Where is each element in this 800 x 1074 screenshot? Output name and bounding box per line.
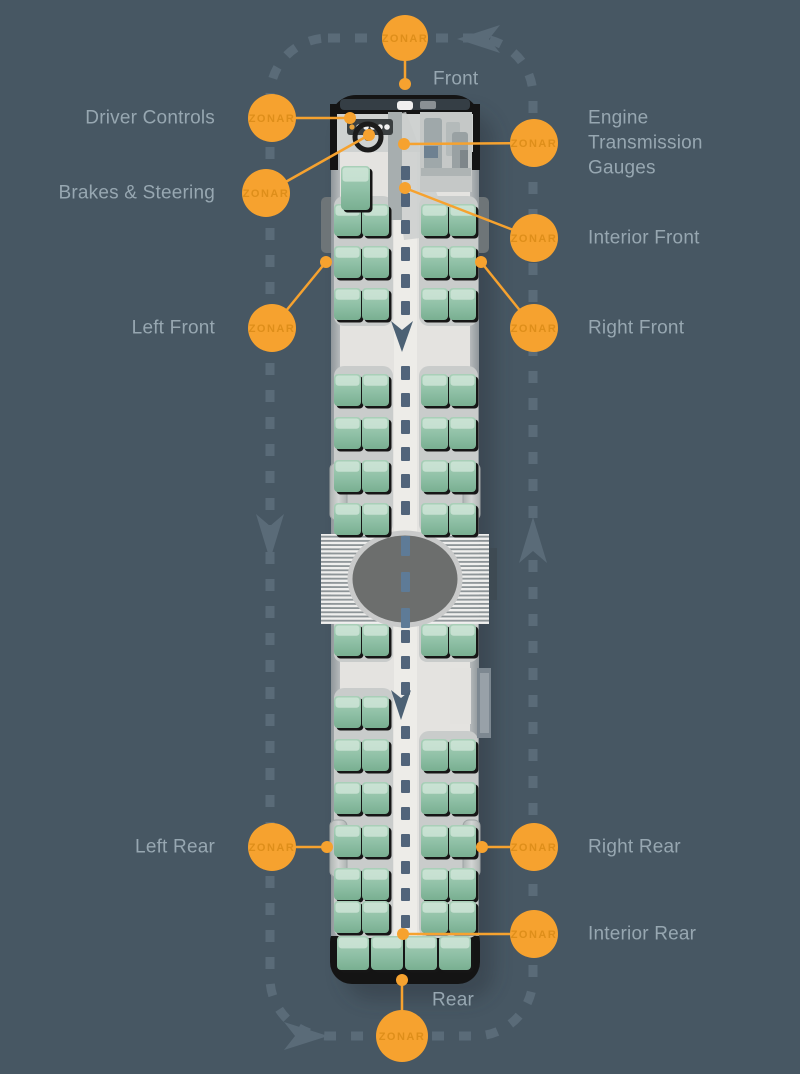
- zone-watermark-driver-controls: ZONAR: [249, 113, 296, 125]
- zone-label-driver-controls: Driver Controls: [85, 107, 215, 129]
- zone-dot-left-rear: [321, 841, 333, 853]
- engine-transmission-area: [420, 112, 472, 192]
- zone-label-engine-transmission-gauges: Engine Transmission Gauges: [588, 106, 703, 181]
- destination-sign: [397, 101, 413, 110]
- zone-label-left-rear: Left Rear: [135, 836, 215, 858]
- zone-dot-driver-controls: [344, 112, 356, 124]
- zone-watermark-right-front: ZONAR: [511, 323, 558, 335]
- zone-label-right-front: Right Front: [588, 317, 685, 339]
- zone-watermark-interior-rear: ZONAR: [511, 929, 558, 941]
- route-arrow-top-left-icon: [457, 25, 500, 53]
- rear-door-panel: [480, 673, 489, 733]
- windshield-wiper-panel: [420, 101, 436, 109]
- zone-dot-engine-transmission-gauges: [398, 138, 410, 150]
- route-arrow-bottom-right-icon: [284, 1022, 328, 1050]
- zone-watermark-left-front: ZONAR: [249, 323, 296, 335]
- aisle-markings: [401, 166, 410, 928]
- zone-watermark-engine-transmission-gauges: ZONAR: [511, 138, 558, 150]
- engine-label-line3: Gauges: [588, 157, 656, 179]
- modesty-panel: [388, 112, 402, 220]
- zone-watermark-rear: ZONAR: [379, 1031, 426, 1043]
- zone-label-interior-front: Interior Front: [588, 227, 700, 249]
- zone-dot-front: [399, 78, 411, 90]
- zone-dot-interior-front: [399, 182, 411, 194]
- route-arrow-left-down-icon: [256, 514, 284, 560]
- zone-dot-left-front: [320, 256, 332, 268]
- zone-circle-engine-transmission-gauges[interactable]: [510, 119, 558, 167]
- front-right-bezel: [472, 104, 480, 170]
- zone-circle-interior-front[interactable]: [510, 214, 558, 262]
- route-arrow-right-up-icon: [519, 517, 547, 563]
- zone-watermark-front: ZONAR: [382, 33, 429, 45]
- aisle-arrow-rear-icon: [391, 690, 411, 720]
- aisle-arrow-front-icon: [391, 321, 413, 352]
- zone-circle-right-rear[interactable]: [510, 823, 558, 871]
- bus-top-view: [321, 95, 497, 1000]
- zone-watermark-left-rear: ZONAR: [249, 842, 296, 854]
- zone-dot-right-rear: [476, 841, 488, 853]
- engine-label-line2: Transmission: [588, 132, 703, 154]
- zone-label-left-front: Left Front: [131, 317, 215, 339]
- passenger-seats: [334, 166, 479, 973]
- zone-circle-left-rear[interactable]: [248, 823, 296, 871]
- engine-label-line1: Engine: [588, 107, 649, 129]
- zone-watermark-interior-front: ZONAR: [511, 233, 558, 245]
- zone-circle-interior-rear[interactable]: [510, 910, 558, 958]
- door-vestibule: [450, 668, 471, 724]
- zone-annotations: ZONAR ZONAR ZONAR ZONAR ZONAR ZONAR ZONAR ZONAR…: [242, 15, 558, 1062]
- zone-circle-front[interactable]: [382, 15, 428, 61]
- zone-circle-rear[interactable]: [376, 1010, 428, 1062]
- zone-label-interior-rear: Interior Rear: [588, 923, 697, 945]
- zone-label-right-rear: Right Rear: [588, 836, 681, 858]
- zone-watermark-right-rear: ZONAR: [511, 842, 558, 854]
- zone-watermark-brakes-steering: ZONAR: [243, 188, 290, 200]
- bellows-latch: [488, 548, 497, 600]
- zone-circle-driver-controls[interactable]: [248, 94, 296, 142]
- zone-dot-interior-rear: [397, 928, 409, 940]
- zone-dot-right-front: [475, 256, 487, 268]
- inspection-route: [256, 25, 547, 1050]
- zone-dot-rear: [396, 974, 408, 986]
- zone-label-rear: Rear: [432, 989, 474, 1011]
- zone-circle-brakes-steering[interactable]: [242, 169, 290, 217]
- zone-label-brakes-steering: Brakes & Steering: [58, 182, 215, 204]
- zone-dot-brakes-steering: [363, 129, 375, 141]
- zone-circle-left-front[interactable]: [248, 304, 296, 352]
- zone-label-front: Front: [433, 68, 479, 90]
- zone-circle-right-front[interactable]: [510, 304, 558, 352]
- front-left-bezel: [330, 104, 338, 170]
